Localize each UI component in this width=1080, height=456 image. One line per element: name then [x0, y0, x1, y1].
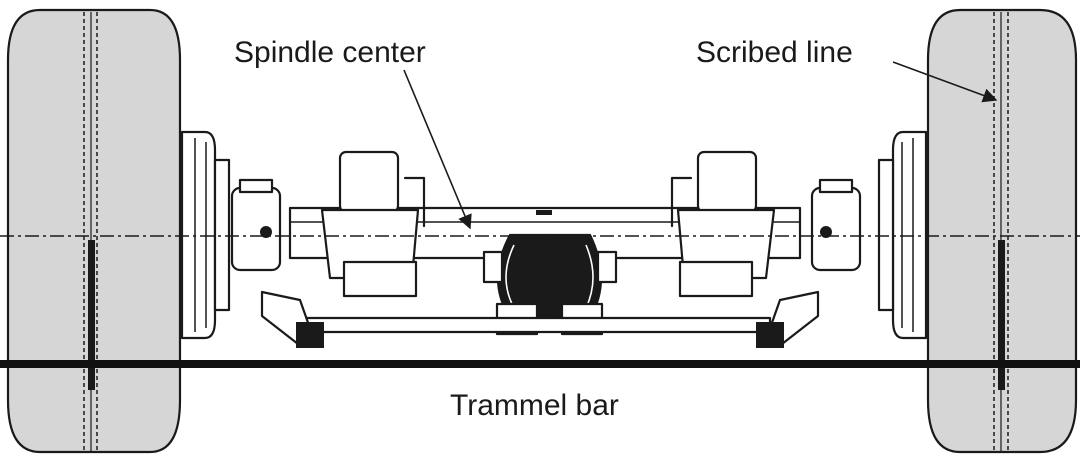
- spindle-center-label: Spindle center: [234, 36, 426, 69]
- left-tire: [6, 8, 182, 454]
- left-chamber-cap: [238, 178, 274, 194]
- left-seat-top: [338, 150, 400, 214]
- right-spring-seat: [670, 150, 776, 298]
- right-chamber-bolt: [820, 226, 832, 238]
- right-tire-scribed-mark: [998, 240, 1005, 390]
- left-steering-block: [296, 322, 324, 348]
- left-tire-body: [6, 8, 182, 454]
- right-tire-body: [926, 8, 1078, 454]
- left-spring-seat: [320, 150, 426, 298]
- left-hub: [180, 130, 231, 340]
- right-brake-chamber: [810, 178, 862, 272]
- air-bag-highlight-right: [585, 244, 594, 309]
- right-seat-top: [696, 150, 758, 214]
- right-tire: [926, 8, 1078, 454]
- axle-beam-center-tab: [536, 210, 552, 215]
- right-hub-plate: [877, 158, 895, 312]
- left-chamber-bolt: [260, 226, 272, 238]
- left-seat-base: [342, 260, 418, 298]
- right-drum: [891, 130, 928, 340]
- left-tire-scribed-mark: [88, 240, 95, 390]
- left-brake-chamber: [230, 178, 282, 272]
- right-chamber-body: [810, 186, 862, 272]
- left-bag-bracket: [482, 250, 504, 284]
- scribed-line-label: Scribed line: [696, 36, 853, 69]
- right-seat-bracket: [670, 176, 693, 228]
- left-hub-plate: [213, 158, 231, 312]
- trammel-bar: [0, 360, 1080, 368]
- right-hub: [877, 130, 928, 340]
- air-bag-highlight-left: [505, 244, 515, 309]
- tie-rod: [298, 316, 772, 334]
- left-seat-bracket: [403, 176, 426, 228]
- left-drum: [180, 130, 217, 340]
- spindle-center-leader: [403, 69, 472, 230]
- right-seat-base: [678, 260, 754, 298]
- trammel-bar-label: Trammel bar: [450, 389, 619, 422]
- tie-rod-assembly: [260, 290, 820, 348]
- right-chamber-cap: [818, 178, 854, 194]
- scribed-line-leader: [892, 61, 998, 103]
- right-steering-block: [756, 322, 784, 348]
- left-chamber-body: [230, 186, 282, 272]
- right-bag-bracket: [596, 250, 618, 284]
